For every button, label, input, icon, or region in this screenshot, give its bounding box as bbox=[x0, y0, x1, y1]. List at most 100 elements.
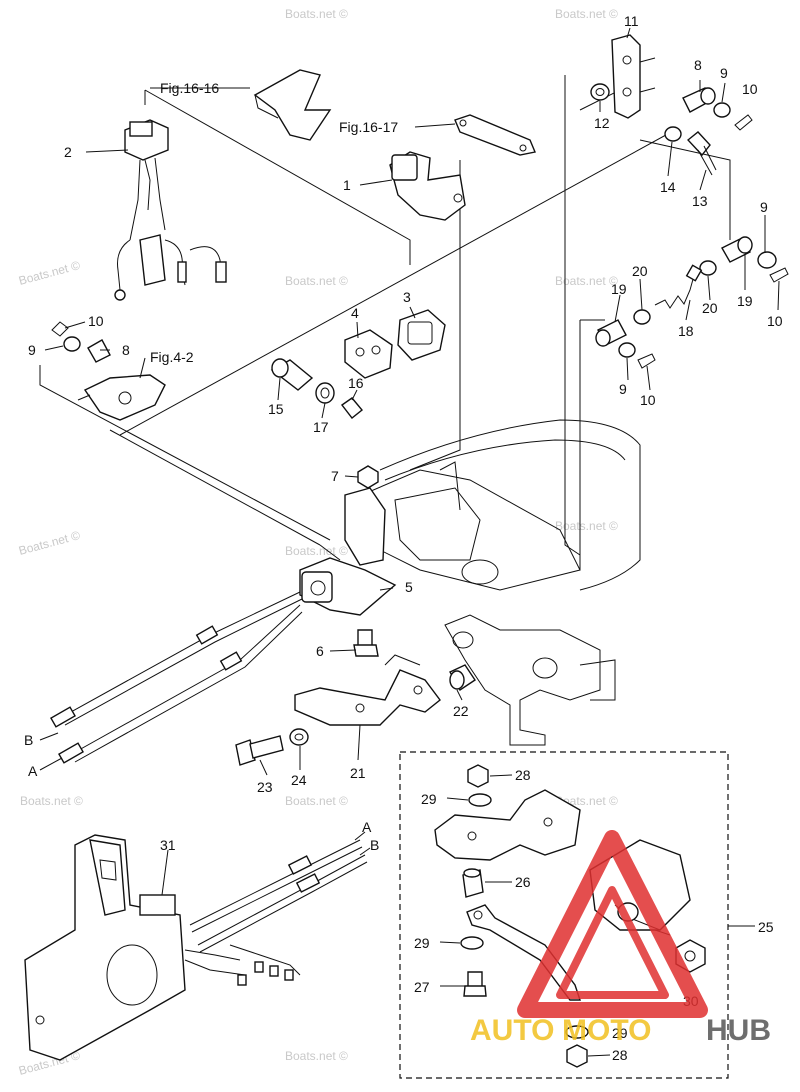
callout-9-right: 9 bbox=[760, 199, 768, 215]
mount-bracket-21[interactable] bbox=[294, 654, 441, 726]
clip-left[interactable] bbox=[637, 353, 656, 369]
washer-24[interactable] bbox=[289, 728, 309, 746]
nut-7[interactable] bbox=[357, 465, 379, 489]
steering-bracket bbox=[444, 614, 616, 746]
callout-31: 31 bbox=[160, 837, 176, 853]
part-callouts: 2 1 3 4 5 6 7 8 9 10 11 12 8 9 10 14 13 … bbox=[28, 13, 783, 1063]
callout-20-left: 20 bbox=[632, 263, 648, 279]
washer-29-mid[interactable] bbox=[460, 936, 484, 950]
logo-text-auto: AUTO bbox=[470, 1014, 554, 1047]
link-arm[interactable] bbox=[611, 34, 656, 119]
pivot-bolt[interactable] bbox=[270, 358, 314, 391]
bushing-22[interactable] bbox=[449, 664, 476, 692]
cable-label-a-remote: A bbox=[362, 819, 372, 835]
throttle-cable-a[interactable] bbox=[58, 604, 303, 764]
watermark-text: Boats.net © bbox=[20, 794, 83, 808]
callout-17: 17 bbox=[313, 419, 329, 435]
callout-14: 14 bbox=[660, 179, 676, 195]
washer-14[interactable] bbox=[664, 126, 682, 142]
washer-left[interactable] bbox=[618, 342, 636, 358]
bushing-17[interactable] bbox=[315, 382, 335, 404]
callout-29-bottom: 29 bbox=[612, 1025, 628, 1041]
callout-15: 15 bbox=[268, 401, 284, 417]
logo-text-hub: HUB bbox=[706, 1014, 771, 1047]
callout-11: 11 bbox=[624, 13, 639, 29]
cable-label-b: B bbox=[24, 732, 33, 748]
bolt-27[interactable] bbox=[463, 971, 487, 997]
callout-19-right: 19 bbox=[737, 293, 753, 309]
leader-lines bbox=[39, 27, 780, 1057]
callout-7: 7 bbox=[331, 468, 339, 484]
kit-bracket[interactable] bbox=[434, 789, 581, 861]
bracket-fig16-16[interactable] bbox=[253, 69, 332, 141]
callout-8-top: 8 bbox=[694, 57, 702, 73]
spacer-20-right[interactable] bbox=[699, 260, 717, 276]
callout-25: 25 bbox=[758, 919, 774, 935]
nut-28-top[interactable] bbox=[467, 764, 489, 788]
callout-10-right: 10 bbox=[767, 313, 783, 329]
cable-letters: B A A B bbox=[24, 732, 379, 853]
assembly-guide-lines bbox=[39, 75, 731, 570]
gasket-plate-3[interactable] bbox=[397, 309, 446, 361]
clip-upper[interactable] bbox=[734, 114, 753, 131]
callout-3: 3 bbox=[403, 289, 411, 305]
spacer-20-left[interactable] bbox=[633, 309, 651, 325]
watermark-text: Boats.net © bbox=[555, 519, 618, 533]
washer-29-bottom[interactable] bbox=[565, 1025, 589, 1039]
clip-right[interactable] bbox=[769, 267, 789, 283]
nut-28-bottom[interactable] bbox=[566, 1044, 588, 1068]
callout-6: 6 bbox=[316, 643, 324, 659]
callout-10-lower: 10 bbox=[640, 392, 656, 408]
watermark-text: Boats.net © bbox=[17, 528, 82, 558]
watermark-text: Boats.net © bbox=[555, 274, 618, 288]
callout-10-left: 10 bbox=[88, 313, 104, 329]
clip-left-10[interactable] bbox=[51, 321, 69, 337]
bolt[interactable] bbox=[686, 131, 717, 176]
remote-control-box[interactable] bbox=[24, 834, 301, 1061]
callout-20-right: 20 bbox=[702, 300, 718, 316]
callout-9-top: 9 bbox=[720, 65, 728, 81]
callout-18: 18 bbox=[678, 323, 694, 339]
callout-19-left: 19 bbox=[611, 281, 627, 297]
spring-rod[interactable] bbox=[654, 264, 703, 309]
callout-24: 24 bbox=[291, 772, 307, 788]
fig-ref-16-17: Fig.16-17 bbox=[339, 119, 398, 135]
automotohub-logo: AUTO MOTO HUB bbox=[470, 830, 771, 1047]
washer-upper[interactable] bbox=[713, 102, 731, 118]
fig-ref-4-2: Fig.4-2 bbox=[150, 349, 194, 365]
callout-13: 13 bbox=[692, 193, 708, 209]
ball-joint-left[interactable] bbox=[595, 319, 627, 347]
link-rod[interactable] bbox=[466, 904, 581, 1001]
connector-harness[interactable] bbox=[114, 119, 227, 301]
throttle-cable-b[interactable] bbox=[50, 591, 303, 728]
cable-bracket-5[interactable] bbox=[299, 557, 397, 616]
callout-27: 27 bbox=[414, 979, 430, 995]
callout-28-bottom: 28 bbox=[612, 1047, 628, 1063]
washer-29-top[interactable] bbox=[468, 793, 492, 807]
link-plate-fig16-17[interactable] bbox=[454, 114, 536, 156]
collar-26[interactable] bbox=[462, 868, 484, 898]
fig-ref-16-16: Fig.16-16 bbox=[160, 80, 219, 96]
ball-joint-right[interactable] bbox=[721, 236, 753, 263]
grommet-plate-4[interactable] bbox=[344, 329, 393, 379]
bolt-23[interactable] bbox=[235, 735, 284, 766]
ball-joint-upper[interactable] bbox=[682, 87, 716, 113]
collar-16[interactable] bbox=[340, 397, 363, 419]
callout-5: 5 bbox=[405, 579, 413, 595]
washer-left-9[interactable] bbox=[63, 336, 81, 352]
callout-9-left: 9 bbox=[28, 342, 36, 358]
remote-cable-a[interactable] bbox=[189, 839, 363, 933]
washer[interactable] bbox=[590, 83, 610, 101]
callout-12: 12 bbox=[594, 115, 610, 131]
callout-22: 22 bbox=[453, 703, 469, 719]
washer-right[interactable] bbox=[757, 251, 777, 269]
cable-label-a: A bbox=[28, 763, 38, 779]
bolt-6[interactable] bbox=[353, 629, 379, 657]
logo-triangle-icon bbox=[517, 830, 708, 1018]
ball-joint-left-8[interactable] bbox=[87, 339, 111, 363]
housing-bracket[interactable] bbox=[389, 151, 466, 221]
throttle-cam-fig4-2[interactable] bbox=[77, 374, 166, 421]
callout-4: 4 bbox=[351, 305, 359, 321]
remote-cable-b[interactable] bbox=[197, 854, 368, 953]
